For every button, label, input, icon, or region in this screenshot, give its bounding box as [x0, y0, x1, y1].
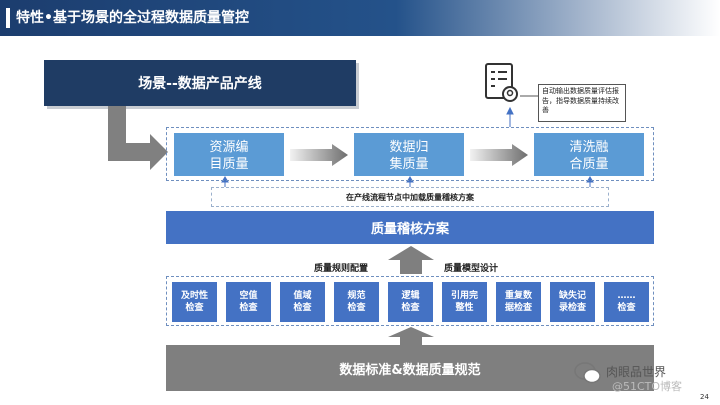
up-arrow-standards — [388, 327, 434, 346]
stage-collection: 数据归 集质量 — [354, 133, 464, 176]
check-logic: 逻辑 检查 — [388, 282, 433, 322]
stage-arrow-2 — [470, 144, 528, 166]
scene-box: 场景--数据产品产线 — [44, 60, 356, 106]
check-null: 空值 检查 — [226, 282, 271, 322]
stages-container — [166, 127, 654, 181]
rule-config-label: 质量规则配置 — [314, 264, 369, 274]
stage-catalog: 资源编 目质量 — [174, 133, 284, 176]
audit-plan-bar: 质量稽核方案 — [166, 211, 654, 244]
wechat-icon — [574, 362, 601, 384]
page-title: 特性•基于场景的全过程数据质量管控 — [16, 10, 249, 26]
report-note: 自动输出数据质量评估报告，指导数据质量持续改善 — [538, 84, 626, 122]
pipeline-band: 在产线流程节点中加载质量稽核方案 — [211, 187, 609, 207]
standards-bar: 数据标准&数据质量规范 — [166, 345, 654, 391]
model-design-label: 质量模型设计 — [444, 264, 499, 274]
check-missing: 缺失记 录检查 — [550, 282, 595, 322]
header-accent — [6, 8, 10, 28]
header-banner — [0, 0, 720, 36]
check-timeliness: 及时性 检查 — [172, 282, 217, 322]
watermark-name: 肉眼品世界 — [606, 365, 667, 379]
up-arrow-config — [388, 246, 434, 274]
check-duplicate: 重复数 据检查 — [496, 282, 541, 322]
note-pointer — [520, 95, 538, 97]
stage-fusion: 清洗融 合质量 — [534, 133, 644, 176]
report-document-icon — [485, 63, 518, 102]
check-reference: 引用完 整性 — [442, 282, 487, 322]
check-standard: 规范 检查 — [334, 282, 379, 322]
check-domain: 值域 检查 — [280, 282, 325, 322]
watermark-sub: @51CTO博客 — [612, 380, 683, 393]
stage-arrow-1 — [290, 144, 348, 166]
check-more: …… 检查 — [604, 282, 649, 322]
page-number: 24 — [700, 393, 709, 401]
checks-container: 及时性 检查 空值 检查 值域 检查 规范 检查 逻辑 检查 引用完 整性 重复… — [166, 276, 654, 326]
